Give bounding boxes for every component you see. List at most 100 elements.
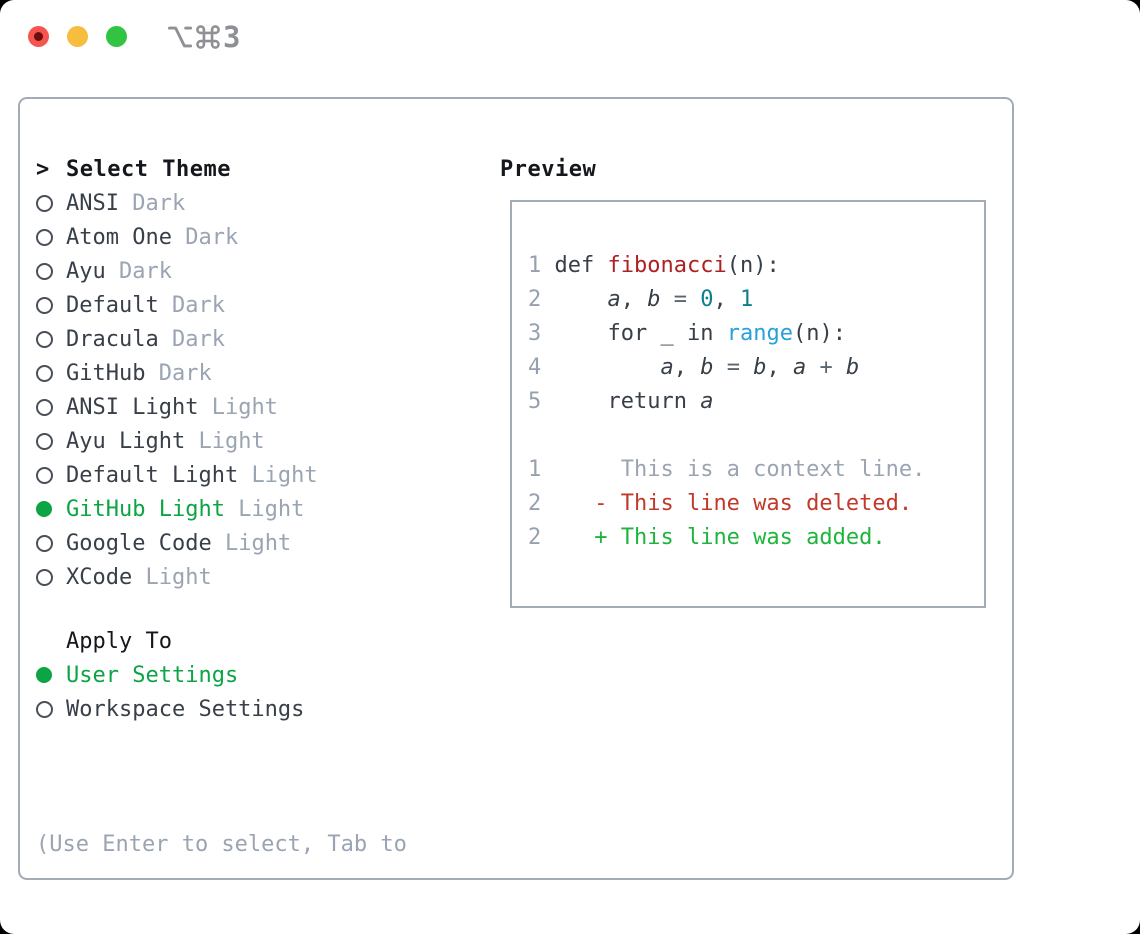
theme-option[interactable]: Dracula Dark	[36, 322, 500, 356]
token-pl: (n):	[726, 253, 780, 278]
token-num: 0	[700, 287, 714, 312]
apply-to-label: Workspace Settings	[66, 696, 305, 722]
theme-option[interactable]: XCode Light	[36, 560, 500, 594]
apply-to-heading: Apply To	[66, 628, 172, 654]
token-kw: def	[554, 253, 608, 278]
theme-name: GitHub Light	[66, 496, 239, 522]
token-kw: in	[686, 321, 714, 346]
theme-variant: Dark	[158, 360, 212, 386]
token-num: 1	[739, 287, 754, 312]
code-line	[528, 419, 984, 453]
token-op: =	[660, 287, 701, 312]
theme-variant: Light	[238, 496, 305, 522]
code-line: 2 + This line was added.	[528, 521, 984, 555]
theme-option[interactable]: ANSI Dark	[36, 186, 500, 220]
keyboard-hint: (Use Enter to select, Tab to change focu…	[36, 760, 500, 934]
theme-option[interactable]: GitHub Light Light	[36, 492, 500, 526]
token-pl: _	[647, 321, 687, 346]
radio-marker[interactable]	[36, 398, 66, 416]
radio-unselected-icon	[36, 398, 53, 416]
radio-unselected-icon	[36, 194, 53, 212]
radio-marker[interactable]	[36, 432, 66, 450]
token-add: + This line was added.	[554, 525, 886, 550]
code-line: 2 a, b = 0, 1	[528, 283, 984, 317]
shortcut-key-label: 3	[223, 20, 241, 54]
token-pl	[555, 321, 608, 346]
theme-option[interactable]: Default Light Light	[36, 458, 500, 492]
token-op: =	[713, 355, 754, 380]
radio-marker[interactable]	[36, 667, 66, 683]
theme-name: GitHub	[66, 360, 159, 386]
radio-marker[interactable]	[36, 364, 66, 382]
theme-variant: Dark	[171, 326, 225, 352]
token-var: b	[700, 355, 714, 380]
radio-marker[interactable]	[36, 228, 66, 246]
token-var: b	[753, 355, 767, 380]
token-del: - This line was deleted.	[554, 491, 913, 516]
minimize-button[interactable]	[67, 26, 88, 47]
theme-variant: Light	[251, 462, 318, 488]
token-pl: (n):	[792, 321, 846, 346]
theme-name: Ayu	[66, 258, 119, 284]
zoom-button[interactable]	[106, 26, 127, 47]
radio-marker[interactable]	[36, 330, 66, 348]
theme-variant: Light	[211, 394, 278, 420]
line-number: 1	[528, 457, 555, 482]
token-pl	[555, 355, 661, 380]
radio-marker[interactable]	[36, 194, 66, 212]
theme-name: Ayu Light	[66, 428, 199, 454]
option-icon	[167, 26, 193, 48]
theme-option[interactable]: ANSI Light Light	[36, 390, 500, 424]
theme-option[interactable]: Ayu Dark	[36, 254, 500, 288]
token-pl: ,	[713, 287, 740, 312]
radio-selected-icon	[36, 501, 52, 517]
radio-marker[interactable]	[36, 568, 66, 586]
code-line: 1 This is a context line.	[528, 453, 984, 487]
theme-variant: Dark	[185, 224, 239, 250]
radio-unselected-icon	[36, 330, 53, 348]
preview-heading: Preview	[500, 156, 597, 182]
preview-panel: Preview 1 def fibonacci(n):2 a, b = 0, 1…	[500, 152, 1012, 608]
code-line: 3 for _ in range(n):	[528, 317, 984, 351]
apply-to-option[interactable]: Workspace Settings	[36, 692, 500, 726]
radio-marker[interactable]	[36, 296, 66, 314]
code-line: 1 def fibonacci(n):	[528, 249, 984, 283]
radio-marker[interactable]	[36, 534, 66, 552]
token-var: a	[660, 355, 674, 380]
theme-name: Google Code	[66, 530, 225, 556]
token-var: a	[607, 287, 621, 312]
radio-marker[interactable]	[36, 501, 66, 517]
token-bi: range	[726, 321, 793, 346]
radio-marker[interactable]	[36, 262, 66, 280]
theme-name: Default	[66, 292, 172, 318]
selection-cursor: >	[36, 156, 50, 182]
radio-unselected-icon	[36, 296, 53, 314]
traffic-lights	[28, 26, 127, 47]
theme-option[interactable]: Atom One Dark	[36, 220, 500, 254]
line-number: 5	[528, 389, 555, 414]
token-var: b	[647, 287, 661, 312]
radio-unselected-icon	[36, 262, 53, 280]
radio-unselected-icon	[36, 534, 53, 552]
close-button[interactable]	[28, 26, 49, 47]
apply-to-option[interactable]: User Settings	[36, 658, 500, 692]
token-pl	[555, 389, 608, 414]
line-number: 2	[528, 525, 555, 550]
theme-list-heading: Select Theme	[66, 156, 231, 182]
theme-option[interactable]: Google Code Light	[36, 526, 500, 560]
radio-marker[interactable]	[36, 700, 66, 718]
theme-option[interactable]: Default Dark	[36, 288, 500, 322]
theme-option[interactable]: Ayu Light Light	[36, 424, 500, 458]
code-line: 2 - This line was deleted.	[528, 487, 984, 521]
theme-option[interactable]: GitHub Dark	[36, 356, 500, 390]
theme-name: XCode	[66, 564, 146, 590]
theme-variant: Dark	[132, 190, 186, 216]
radio-marker[interactable]	[36, 466, 66, 484]
window-title-shortcut: 3	[167, 20, 240, 54]
theme-name: ANSI	[66, 190, 133, 216]
